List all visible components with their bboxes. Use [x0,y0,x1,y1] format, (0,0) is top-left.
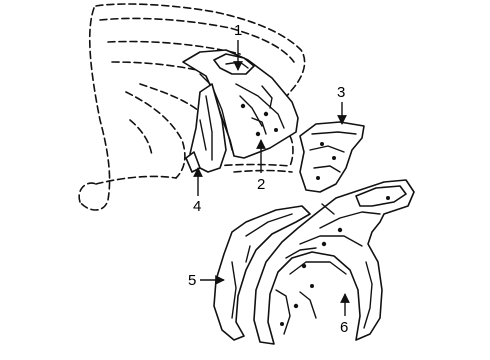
callout-5: 5 [188,272,225,289]
callout-1: 1 [233,22,243,71]
part-4-brace [185,83,227,173]
callout-4-label: 4 [193,198,201,215]
callout-5-label: 5 [188,272,196,289]
callout-1-label: 1 [234,22,242,39]
part-5-outer-wheelhouse [213,205,311,341]
callout-6: 6 [340,293,350,336]
part-3-reinforcement [299,121,365,193]
callout-2: 2 [256,139,266,193]
callout-4: 4 [193,167,203,215]
callout-3: 3 [337,84,347,125]
callout-6-label: 6 [340,319,348,336]
part-6-inner-wheelhouse [253,179,415,345]
callout-3-label: 3 [337,84,345,101]
callout-2-label: 2 [257,176,265,193]
